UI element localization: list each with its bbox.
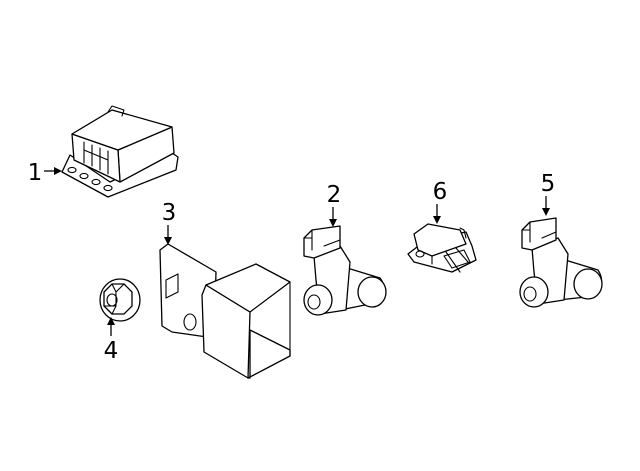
leader-3 bbox=[164, 225, 172, 245]
part-3-bracket bbox=[159, 243, 291, 379]
leader-1 bbox=[44, 167, 62, 175]
callout-3: 3 bbox=[162, 200, 177, 226]
callout-5: 5 bbox=[541, 171, 556, 197]
callout-2: 2 bbox=[327, 182, 342, 208]
part-5-sensor bbox=[519, 217, 603, 308]
leader-6 bbox=[433, 204, 441, 224]
leader-5 bbox=[542, 196, 550, 216]
part-1-control-module bbox=[61, 105, 179, 198]
leader-2 bbox=[329, 207, 337, 227]
callout-6: 6 bbox=[433, 179, 448, 205]
leader-4 bbox=[107, 317, 115, 336]
part-6-sensor bbox=[407, 223, 477, 273]
part-2-sensor bbox=[303, 225, 387, 316]
callout-1: 1 bbox=[28, 160, 43, 186]
part-4-nut bbox=[99, 278, 141, 322]
callout-4: 4 bbox=[104, 338, 119, 364]
